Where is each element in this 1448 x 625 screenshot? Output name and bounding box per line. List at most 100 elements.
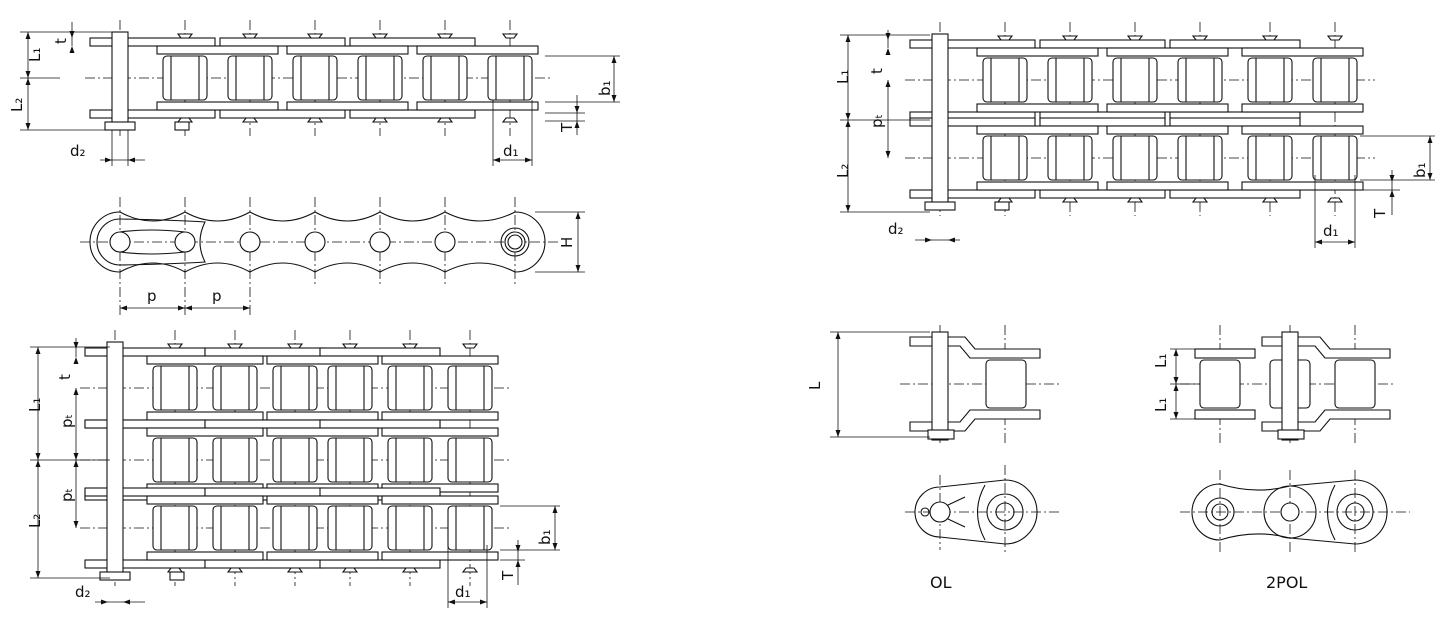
dimension-arrow bbox=[73, 342, 79, 349]
dim-label-L1: L₁ bbox=[26, 48, 44, 62]
offset-plate bbox=[1261, 409, 1391, 432]
dimension-arrow bbox=[1173, 349, 1179, 356]
dimension-arrow bbox=[1315, 239, 1322, 245]
dimension-arrow bbox=[1427, 173, 1433, 180]
dimension-arrow bbox=[885, 151, 891, 158]
spring-clip bbox=[104, 121, 136, 131]
bushing-circle bbox=[1345, 502, 1365, 522]
dimension-arrow bbox=[885, 48, 891, 55]
inner-link-plate bbox=[286, 101, 409, 111]
inner-link-plate bbox=[1241, 181, 1364, 191]
pin-head bbox=[371, 33, 389, 39]
dim-label-d1: d₁ bbox=[503, 142, 519, 160]
pin-head bbox=[1191, 35, 1209, 41]
inner-link-plate bbox=[146, 355, 264, 365]
outer-link-plate bbox=[89, 37, 216, 47]
spring-clip-outline bbox=[96, 218, 206, 266]
dimension-arrow bbox=[178, 305, 185, 311]
outer-link-plate bbox=[1039, 39, 1166, 49]
outer-link-plate bbox=[319, 419, 441, 429]
pin-head bbox=[306, 33, 324, 39]
outer-link-plate bbox=[1039, 117, 1166, 127]
outer-link-plate bbox=[319, 347, 441, 357]
dimension-arrow bbox=[611, 95, 617, 102]
pin-head bbox=[1061, 197, 1079, 203]
dim-label-b1: b₁ bbox=[596, 80, 614, 96]
connecting-pin bbox=[106, 341, 124, 575]
roller bbox=[985, 359, 1027, 409]
pin-head bbox=[306, 117, 324, 123]
double-strand-top-view bbox=[840, 22, 1435, 248]
roller bbox=[1199, 359, 1241, 409]
dim-label-pitch: p bbox=[147, 287, 157, 305]
cotter-pin bbox=[947, 496, 966, 528]
chain-side-view bbox=[80, 197, 585, 315]
roller bbox=[487, 55, 533, 101]
offset-plate-side bbox=[914, 479, 1038, 545]
dim-label-L: L bbox=[806, 381, 824, 390]
dim-label-L1: L₁ bbox=[26, 398, 44, 412]
roller bbox=[212, 437, 258, 483]
outer-link-plate bbox=[1169, 39, 1301, 49]
dimension-arrow bbox=[185, 305, 192, 311]
dimension-arrow bbox=[69, 46, 75, 53]
inner-link-plate bbox=[976, 47, 1099, 57]
pin-head bbox=[166, 567, 184, 573]
dimension-arrow bbox=[1427, 136, 1433, 143]
inner-link-plate bbox=[976, 103, 1099, 113]
dimension-arrow bbox=[1173, 412, 1179, 419]
inner-link-plate bbox=[381, 411, 499, 421]
pin-hole bbox=[174, 231, 196, 253]
dimension-arrow bbox=[885, 33, 891, 40]
roller bbox=[152, 505, 198, 551]
dimension-arrow bbox=[845, 35, 851, 42]
dimension-arrow bbox=[1389, 190, 1395, 197]
inner-link-plate bbox=[146, 495, 264, 505]
bushing-circle bbox=[995, 502, 1015, 522]
dim-label-d2: d₂ bbox=[888, 220, 904, 238]
pin-head bbox=[1261, 197, 1279, 203]
dimension-arrow bbox=[515, 560, 521, 567]
dimension-arrow bbox=[1389, 175, 1395, 182]
roller bbox=[212, 505, 258, 551]
outer-link-plate bbox=[89, 109, 216, 119]
pin-head bbox=[461, 567, 479, 573]
bushing-circle bbox=[507, 234, 523, 250]
pin-head bbox=[401, 343, 419, 349]
dimension-arrow bbox=[575, 212, 581, 219]
roller bbox=[327, 437, 373, 483]
dim-label-L2: L₂ bbox=[834, 164, 852, 178]
dimension-arrow bbox=[35, 347, 41, 354]
pin-head bbox=[371, 117, 389, 123]
pin-hole bbox=[434, 231, 456, 253]
roller-circle bbox=[986, 493, 1024, 531]
dim-label-b1: b₁ bbox=[536, 529, 554, 545]
roller bbox=[422, 55, 468, 101]
dimension-arrow bbox=[73, 460, 79, 467]
clip-slot bbox=[119, 229, 186, 255]
dimension-arrow bbox=[552, 506, 558, 513]
inner-link-plate bbox=[1106, 47, 1229, 57]
dimension-arrow bbox=[525, 157, 532, 163]
inner-link-plate bbox=[381, 495, 499, 505]
roller bbox=[357, 55, 403, 101]
dimension-arrow bbox=[835, 430, 841, 437]
dimension-arrow bbox=[574, 121, 580, 128]
inner-link-plate bbox=[266, 355, 379, 365]
dim-label-d2: d₂ bbox=[75, 583, 91, 601]
inner-link-plate bbox=[416, 101, 539, 111]
roller-circle bbox=[1205, 497, 1235, 527]
dim-label-L1: L₁ bbox=[1152, 398, 1170, 412]
inner-link-plate bbox=[1241, 47, 1364, 57]
plate-curve bbox=[1326, 484, 1336, 541]
dim-label-H: H bbox=[558, 237, 576, 248]
outer-link-plate bbox=[349, 37, 476, 47]
dimension-arrow bbox=[120, 305, 127, 311]
outer-link-plate bbox=[909, 189, 1036, 199]
outer-link-plate bbox=[909, 117, 1036, 127]
dim-label-pt: pₜ bbox=[868, 114, 886, 128]
dimension-arrow bbox=[73, 453, 79, 460]
pin-head bbox=[1126, 197, 1144, 203]
dimension-arrow bbox=[128, 157, 135, 163]
